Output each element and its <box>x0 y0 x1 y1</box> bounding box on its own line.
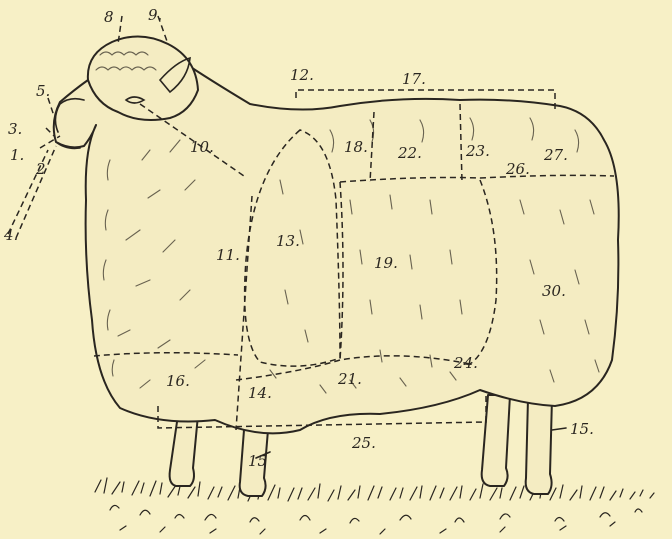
label-3: 3. <box>8 120 22 138</box>
label-11: 11. <box>216 246 240 264</box>
label-4: 4. <box>3 226 18 244</box>
label-16: 16. <box>166 372 190 390</box>
label-23: 23. <box>465 142 490 160</box>
label-18: 18. <box>344 138 368 156</box>
label-2: 2 <box>35 160 46 178</box>
label-15a: 15 <box>248 452 267 470</box>
label-19: 19. <box>374 254 398 272</box>
label-21: 21. <box>337 370 362 388</box>
label-12: 12. <box>290 66 314 84</box>
label-26: 26. <box>505 160 530 178</box>
label-13: 13. <box>276 232 300 250</box>
label-27: 27. <box>543 146 568 164</box>
label-17: 17. <box>402 70 426 88</box>
label-9: 9. <box>148 6 162 24</box>
label-10: 10. <box>190 138 214 156</box>
label-1: 1. <box>10 146 24 164</box>
label-5: 5. <box>36 82 50 100</box>
label-15b: 15. <box>570 420 594 438</box>
label-24: 24. <box>453 354 478 372</box>
label-8: 8 <box>104 8 114 26</box>
label-30: 30. <box>542 282 566 300</box>
label-22: 22. <box>397 144 422 162</box>
label-14: 14. <box>248 384 272 402</box>
label-25: 25. <box>351 434 376 452</box>
